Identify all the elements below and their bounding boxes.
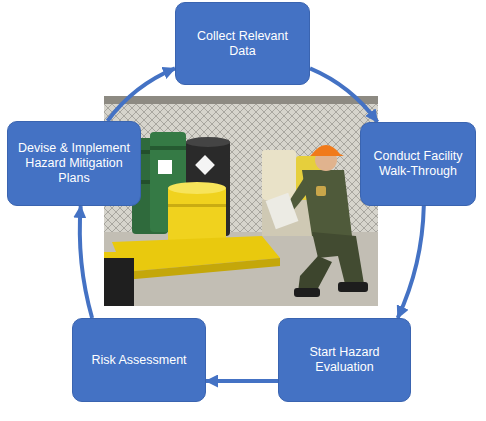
process-box: Devise & Implement Hazard Mitigation Pla… [7, 121, 141, 206]
process-box: Risk Assessment [72, 318, 206, 402]
cycle-arrow [398, 206, 424, 318]
cycle-arrow [80, 206, 92, 318]
cycle-arrow [310, 68, 377, 122]
cycle-arrow [108, 68, 176, 121]
cycle-arrow [206, 379, 278, 383]
box-label: Collect Relevant Data [190, 29, 295, 59]
process-box: Conduct Facility Walk-Through [360, 122, 476, 206]
box-label: Risk Assessment [91, 353, 186, 368]
box-label: Devise & Implement Hazard Mitigation Pla… [17, 141, 131, 186]
process-box: Collect Relevant Data [175, 2, 310, 85]
process-box: Start Hazard Evaluation [278, 318, 411, 402]
box-label: Conduct Facility Walk-Through [369, 149, 467, 179]
box-label: Start Hazard Evaluation [295, 345, 394, 375]
